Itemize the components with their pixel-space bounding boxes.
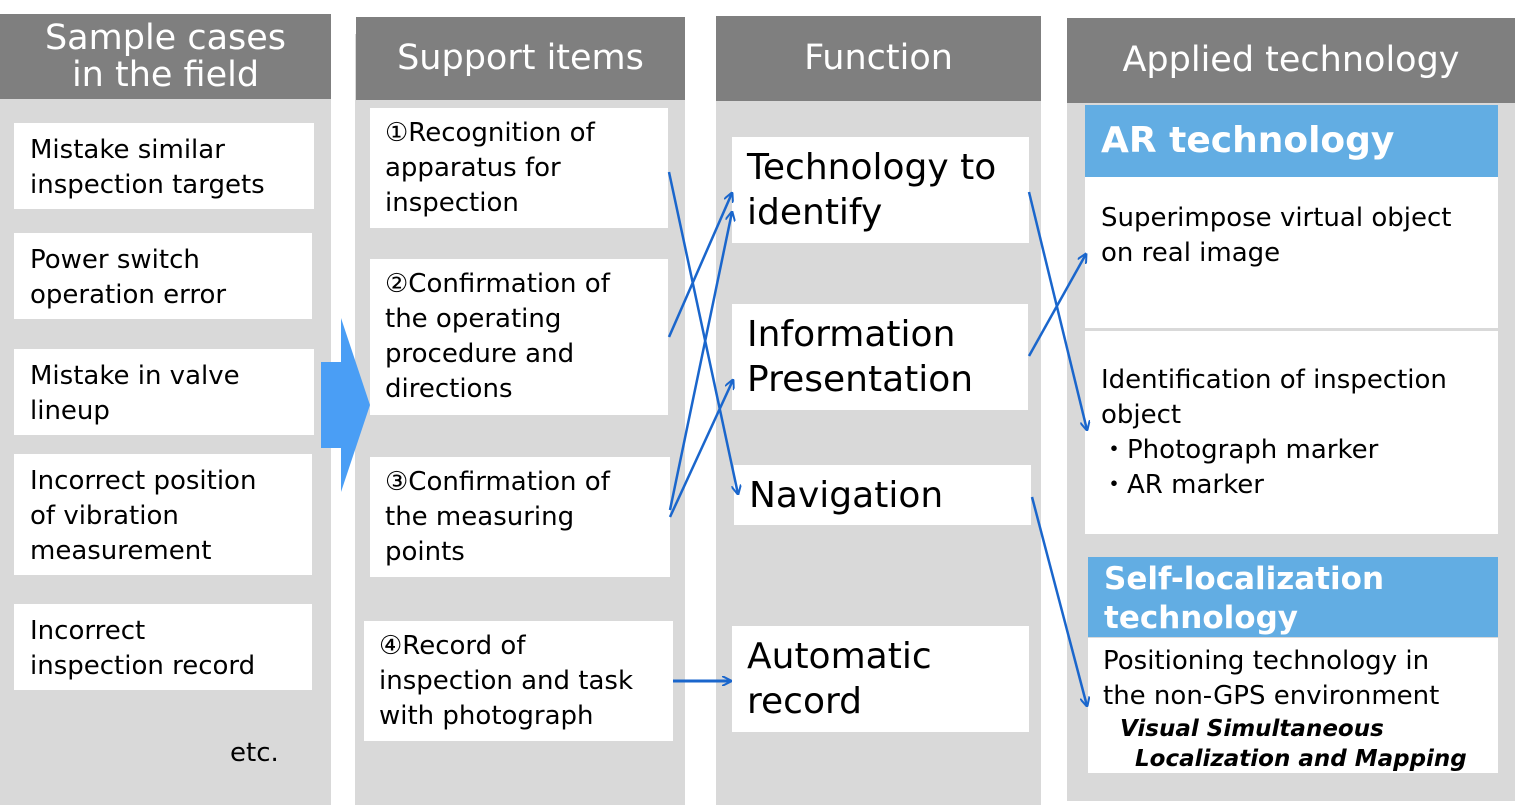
arrow-nav-slam [1030, 496, 1087, 706]
technology-header: Applied technology [1067, 18, 1515, 103]
slam-title: Self-localization technology [1088, 557, 1498, 637]
arrow-s3-info [668, 380, 733, 518]
function-item-4: Automatic record [732, 626, 1029, 732]
case-item-4: Incorrect position of vibration measurem… [14, 454, 312, 575]
arrow-info-ar1 [1027, 254, 1086, 357]
function-item-3: Navigation [734, 465, 1031, 525]
arrow-identify-ar2 [1027, 191, 1087, 430]
big-flow-arrow [321, 318, 370, 492]
slam-box: Positioning technology in the non-GPS en… [1088, 638, 1498, 773]
slam-text: Positioning technology in the non-GPS en… [1103, 646, 1440, 711]
function-header: Function [716, 16, 1041, 101]
cases-header: Sample cases in the field [0, 14, 331, 99]
slam-method-line1: Visual Simultaneous [1120, 716, 1384, 742]
slam-method-line2: Localization and Mapping [1135, 746, 1467, 772]
support-item-3: ③Confirmation of the measuring points [370, 457, 670, 577]
support-item-1: ①Recognition of apparatus for inspection [370, 108, 668, 228]
ar-technology-title: AR technology [1085, 105, 1498, 177]
case-item-3: Mistake in valve lineup [14, 349, 314, 435]
cases-etc: etc. [230, 738, 279, 768]
arrow-s3-identify [668, 212, 732, 511]
function-item-1: Technology to identify [732, 137, 1029, 243]
arrow-s1-navigation [667, 171, 738, 494]
support-item-4: ④Record of inspection and task with phot… [364, 621, 673, 741]
case-item-2: Power switch operation error [14, 233, 312, 319]
support-item-2: ②Confirmation of the operating procedure… [370, 259, 668, 415]
ar-item-identification: Identification of inspection object ・Pho… [1085, 331, 1498, 534]
arrow-s2-identify [667, 193, 732, 338]
case-item-5: Incorrect inspection record [14, 604, 312, 690]
support-header: Support items [356, 17, 685, 100]
case-item-1: Mistake similar inspection targets [14, 123, 314, 209]
ar-item-superimpose: Superimpose virtual object on real image [1085, 177, 1498, 328]
function-item-2: Information Presentation [732, 304, 1028, 410]
